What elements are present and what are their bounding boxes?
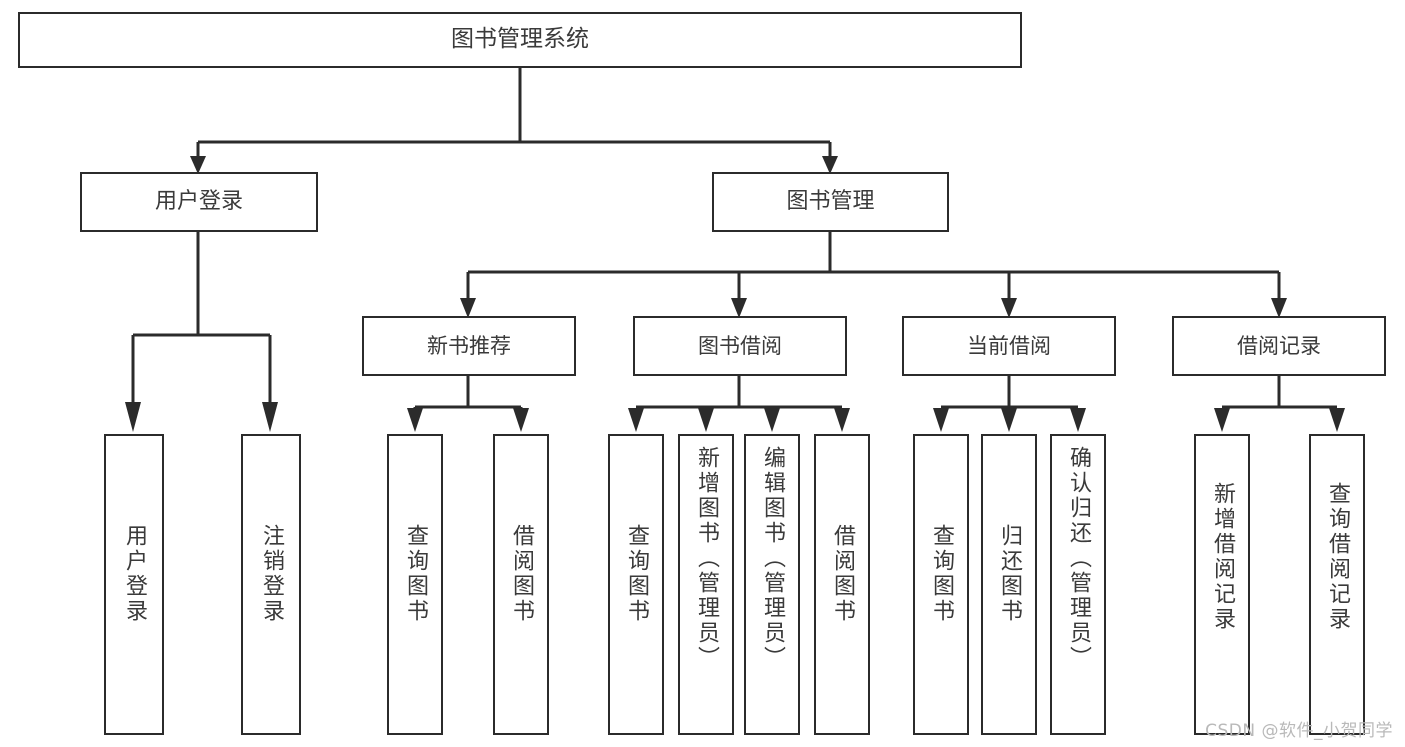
leaf-query-borrow-record[interactable]: 查询借阅记录 [1309,434,1365,735]
node-label: 用户登录 [122,524,147,624]
node-label: 图书管理 [786,188,875,214]
node-label: 图书管理系统 [451,26,589,53]
node-label: 查询图书 [403,524,428,624]
node-book-manage[interactable]: 图书管理 [712,172,949,232]
node-label: 确认归还（管理员） [1066,446,1091,671]
arrow-to-book-manage [822,156,838,174]
arrow-to-borrow-record [1271,298,1287,318]
node-book-borrow[interactable]: 图书借阅 [633,316,847,376]
leaf-user-login[interactable]: 用户登录 [104,434,164,735]
arrow-to-leaf-query-record [1329,408,1345,432]
arrow-to-leaf-query-book-1 [407,408,423,432]
node-label: 用户登录 [154,188,243,214]
arrow-to-leaf-edit-book [764,408,780,432]
node-label: 新增图书（管理员） [694,446,719,671]
arrow-to-leaf-user-login [125,402,141,432]
arrow-to-leaf-borrow-book-2 [834,408,850,432]
node-user-login[interactable]: 用户登录 [80,172,318,232]
node-label: 借阅记录 [1237,333,1321,358]
leaf-borrow-book-2[interactable]: 借阅图书 [814,434,870,735]
node-label: 图书借阅 [698,333,782,358]
leaf-add-book-admin[interactable]: 新增图书（管理员） [678,434,734,735]
arrow-to-user-login [190,156,206,174]
arrow-to-leaf-add-record [1214,408,1230,432]
node-label: 查询图书 [624,524,649,624]
arrow-to-new-book-rec [460,298,476,318]
arrow-to-leaf-borrow-book-1 [513,408,529,432]
leaf-logout[interactable]: 注销登录 [241,434,301,735]
arrow-to-leaf-logout [262,402,278,432]
leaf-query-book-1[interactable]: 查询图书 [387,434,443,735]
node-label: 注销登录 [259,524,284,624]
node-current-borrow[interactable]: 当前借阅 [902,316,1116,376]
arrow-to-leaf-return-book [1001,408,1017,432]
node-label: 借阅图书 [509,524,534,624]
arrow-to-leaf-query-book-3 [933,408,949,432]
node-label: 编辑图书（管理员） [760,446,785,671]
arrow-to-book-borrow [731,298,747,318]
leaf-return-book[interactable]: 归还图书 [981,434,1037,735]
leaf-query-book-2[interactable]: 查询图书 [608,434,664,735]
leaf-confirm-return-admin[interactable]: 确认归还（管理员） [1050,434,1106,735]
node-label: 新增借阅记录 [1210,482,1235,632]
node-label: 借阅图书 [830,524,855,624]
leaf-query-book-3[interactable]: 查询图书 [913,434,969,735]
arrow-to-leaf-add-book [698,408,714,432]
node-label: 查询借阅记录 [1325,482,1350,632]
arrow-to-leaf-confirm-return [1070,408,1086,432]
arrow-to-current-borrow [1001,298,1017,318]
node-label: 查询图书 [929,524,954,624]
arrow-to-leaf-query-book-2 [628,408,644,432]
leaf-borrow-book-1[interactable]: 借阅图书 [493,434,549,735]
node-borrow-record[interactable]: 借阅记录 [1172,316,1386,376]
leaf-edit-book-admin[interactable]: 编辑图书（管理员） [744,434,800,735]
node-root-book-management-system[interactable]: 图书管理系统 [18,12,1022,68]
node-label: 新书推荐 [427,333,511,358]
node-label: 归还图书 [997,524,1022,624]
leaf-add-borrow-record[interactable]: 新增借阅记录 [1194,434,1250,735]
node-label: 当前借阅 [967,333,1051,358]
node-new-book-recommend[interactable]: 新书推荐 [362,316,576,376]
